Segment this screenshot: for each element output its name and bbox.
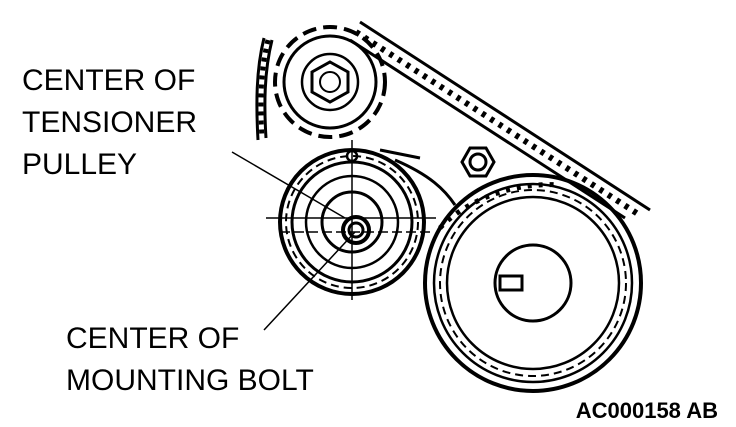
tensioner-hub <box>341 215 371 245</box>
figure-code: AC000158 AB <box>576 398 718 423</box>
label-bolt-center: CENTER OF MOUNTING BOLT <box>66 322 314 397</box>
crankshaft-pulley <box>423 173 643 393</box>
mounting-bolt-hex <box>347 221 365 239</box>
label-line: CENTER OF <box>22 64 195 97</box>
belt-teeth-right <box>354 29 640 217</box>
timing-belt <box>255 20 651 220</box>
label-line: MOUNTING BOLT <box>66 364 314 397</box>
camshaft-sprocket <box>273 25 387 139</box>
label-line: CENTER OF <box>66 322 239 355</box>
belt-teeth-left <box>258 39 271 139</box>
idler-nut <box>460 146 496 178</box>
label-line: PULLEY <box>22 148 137 181</box>
leader-line-bolt-center <box>263 231 356 331</box>
label-tensioner-center: CENTER OF TENSIONER PULLEY <box>22 64 205 181</box>
crank-keyway <box>498 274 524 292</box>
label-line: TENSIONER <box>22 106 197 139</box>
leader-line-tensioner-center <box>231 151 346 219</box>
sprocket-hex-nut <box>310 60 350 104</box>
